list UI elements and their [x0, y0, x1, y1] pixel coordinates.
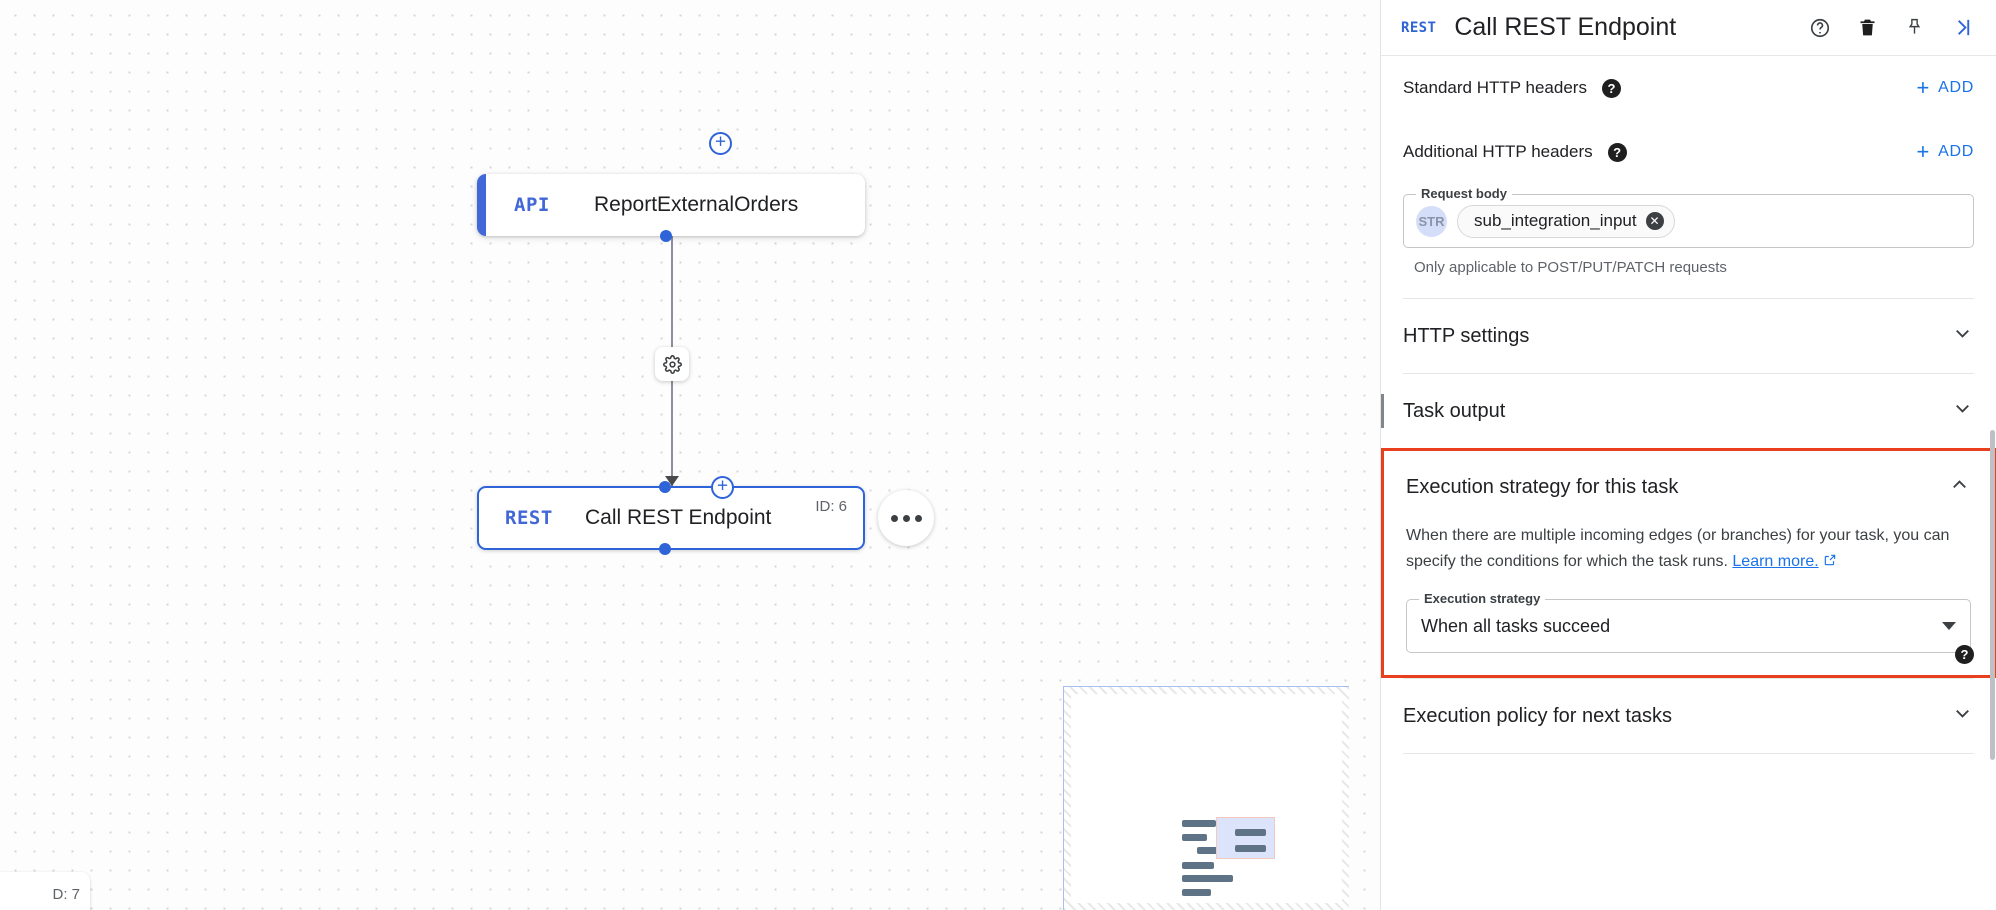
standard-http-headers-row: Standard HTTP headers ? + ADD: [1403, 56, 1974, 120]
divider: [1403, 373, 1974, 374]
section-title: HTTP settings: [1403, 324, 1530, 347]
minimap-selection[interactable]: [1216, 817, 1275, 859]
offscreen-node-id: D: 7: [52, 885, 80, 903]
help-icon[interactable]: ?: [1955, 645, 1974, 664]
add-label: ADD: [1938, 79, 1974, 96]
node-output-port[interactable]: [659, 543, 671, 555]
close-icon[interactable]: ✕: [1645, 212, 1664, 230]
workflow-node-rest[interactable]: REST Call REST Endpoint ID: 6 +: [477, 476, 865, 555]
plus-icon: +: [1916, 139, 1931, 164]
type-badge: STR: [1416, 205, 1447, 237]
minimap-item: [1182, 834, 1207, 841]
request-body-field[interactable]: Request body STR sub_integration_input ✕: [1403, 186, 1974, 248]
section-title: Execution policy for next tasks: [1403, 704, 1673, 727]
execution-strategy-select[interactable]: Execution strategy When all tasks succee…: [1406, 591, 1971, 653]
section-task-output[interactable]: Task output: [1381, 374, 1996, 448]
section-execution-policy[interactable]: Execution policy for next tasks: [1381, 679, 1996, 753]
minimap-item: [1197, 847, 1223, 854]
description-line-1: When there are multiple incoming edges (…: [1406, 527, 1889, 544]
node-kind-label: API: [514, 194, 550, 216]
canvas-minimap[interactable]: [1063, 686, 1349, 910]
divider: [1403, 753, 1974, 754]
node-title: ReportExternalOrders: [594, 193, 799, 216]
chevron-down-icon[interactable]: [1951, 322, 1974, 350]
more-options-icon[interactable]: [878, 490, 934, 546]
execution-strategy-header[interactable]: Execution strategy for this task: [1384, 451, 1993, 523]
minimap-item: [1182, 862, 1214, 869]
panel-type-tag: REST: [1401, 19, 1437, 36]
additional-http-headers-label: Additional HTTP headers: [1403, 142, 1593, 161]
chevron-up-icon[interactable]: [1948, 473, 1971, 501]
description-line-2: you can specify the conditions for which…: [1406, 527, 1950, 570]
node-kind-label: REST: [505, 507, 553, 529]
help-icon[interactable]: ?: [1607, 142, 1627, 162]
add-node-button[interactable]: +: [711, 476, 734, 499]
divider: [1403, 298, 1974, 299]
execution-strategy-section: Execution strategy for this task When th…: [1381, 448, 1996, 678]
minimap-item: [1182, 875, 1214, 882]
section-title: Execution strategy for this task: [1406, 475, 1679, 498]
add-additional-header-button[interactable]: + ADD: [1917, 141, 1974, 163]
add-standard-header-button[interactable]: + ADD: [1917, 77, 1974, 99]
node-output-port[interactable]: [660, 230, 672, 242]
minimap-item: [1182, 889, 1211, 896]
node-accent-bar: [477, 174, 486, 236]
chevron-down-icon[interactable]: [1951, 397, 1974, 425]
pin-icon[interactable]: [1904, 17, 1925, 38]
node-title: Call REST Endpoint: [585, 506, 772, 529]
minimap-item: [1182, 820, 1216, 827]
help-icon[interactable]: [1809, 17, 1831, 39]
request-body-hint: Only applicable to POST/PUT/PATCH reques…: [1414, 259, 1727, 276]
task-config-panel: REST Call REST Endpoint: [1380, 0, 1996, 910]
section-marker: [1381, 394, 1384, 428]
plus-icon: +: [1916, 75, 1931, 100]
collapse-panel-icon[interactable]: [1951, 16, 1974, 39]
execution-strategy-value: When all tasks succeed: [1421, 615, 1611, 636]
minimap-item: [1235, 829, 1266, 836]
request-body-legend: Request body: [1416, 186, 1512, 201]
node-id-label: ID: 6: [815, 498, 847, 515]
chevron-down-icon[interactable]: [1942, 622, 1956, 630]
gear-icon[interactable]: [655, 347, 689, 381]
chip-label: sub_integration_input: [1474, 211, 1637, 230]
request-body-chip[interactable]: sub_integration_input ✕: [1457, 204, 1675, 238]
panel-scrollbar[interactable]: [1990, 430, 1995, 760]
external-link-icon[interactable]: [1823, 553, 1837, 570]
workflow-canvas[interactable]: API ReportExternalOrders + REST Call RES…: [0, 0, 1380, 910]
minimap-viewport: [1071, 694, 1342, 903]
edge-arrow-icon: [665, 476, 679, 486]
minimap-item: [1211, 875, 1233, 882]
panel-header: REST Call REST Endpoint: [1381, 0, 1996, 56]
add-label: ADD: [1938, 143, 1974, 160]
learn-more-link[interactable]: Learn more.: [1732, 553, 1819, 570]
delete-icon[interactable]: [1857, 17, 1878, 38]
section-title: Task output: [1403, 399, 1506, 422]
node-input-port[interactable]: [659, 481, 671, 493]
divider: [1403, 678, 1974, 679]
minimap-item: [1235, 845, 1266, 852]
additional-http-headers-row: Additional HTTP headers ? + ADD: [1403, 120, 1974, 184]
offscreen-node-label: D: 7: [0, 872, 90, 910]
chevron-down-icon[interactable]: [1951, 702, 1974, 730]
standard-http-headers-label: Standard HTTP headers: [1403, 78, 1587, 97]
execution-strategy-description: When there are multiple incoming edges (…: [1384, 523, 1993, 575]
headers-section: Standard HTTP headers ? + ADD Additional…: [1381, 56, 1996, 299]
execution-strategy-legend: Execution strategy: [1419, 591, 1546, 606]
section-http-settings[interactable]: HTTP settings: [1381, 299, 1996, 373]
page-title: Call REST Endpoint: [1454, 13, 1677, 41]
workflow-node-api[interactable]: API ReportExternalOrders +: [477, 132, 865, 242]
add-node-button[interactable]: +: [709, 132, 732, 155]
help-icon[interactable]: ?: [1601, 78, 1621, 98]
